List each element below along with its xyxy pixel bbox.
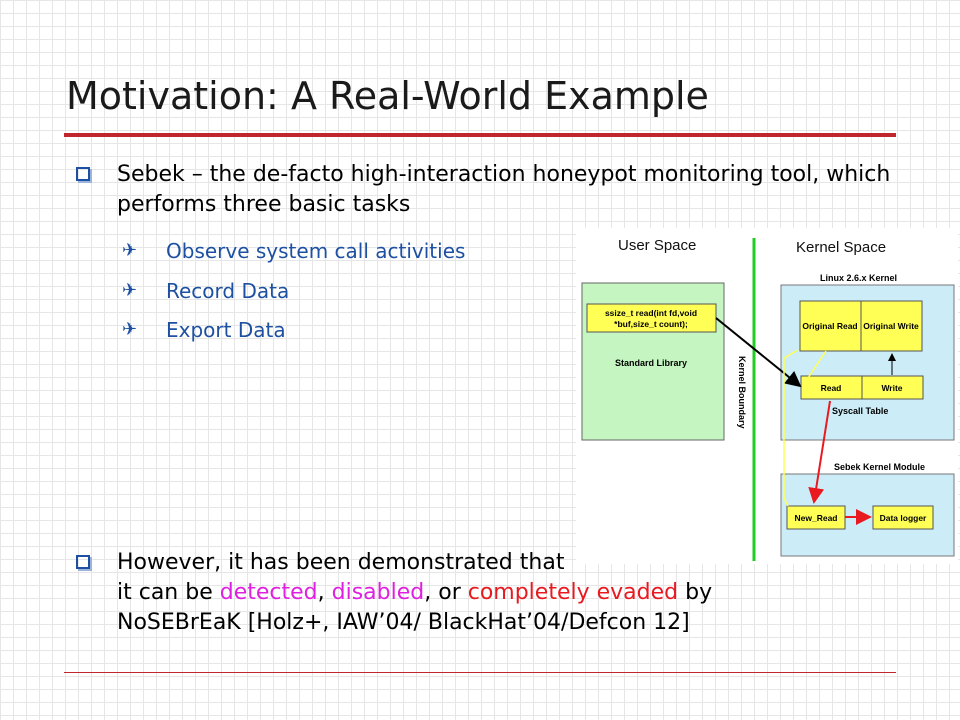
subitem-export-text: Export Data (166, 318, 286, 342)
original-read-box (799, 300, 862, 352)
original-read-label: Original Read (802, 321, 857, 331)
title-divider (64, 133, 896, 137)
kernel-space-label: Kernel Space (796, 239, 886, 256)
syscall-write-box (861, 375, 924, 400)
syscall-read-label: Read (821, 383, 842, 393)
word-disabled: disabled (331, 580, 425, 605)
square-bullet-icon (76, 555, 90, 569)
read-link (807, 350, 827, 379)
separator-2: , or (424, 580, 468, 605)
new-read-label: New_Read (795, 513, 838, 523)
word-detected: detected (219, 580, 318, 605)
read-call-line1: ssize_t read(int fd,void (605, 308, 697, 318)
subitem-record: ✈ Record Data (122, 278, 289, 304)
call-arrow (715, 317, 802, 388)
bullet-however-line3: NoSEBrEaK [Holz+, IAW’04/ BlackHat’04/De… (117, 610, 690, 635)
subitem-export: ✈ Export Data (122, 317, 286, 343)
footer-divider (64, 672, 896, 673)
subitem-observe: ✈ Observe system call activities (122, 238, 465, 264)
airplane-bullet-icon: ✈ (122, 280, 138, 301)
diagram-svg: User Space Kernel Space ssize_t read(int… (581, 237, 955, 561)
bullet-sebek-text: Sebek – the de-facto high-interaction ho… (117, 162, 891, 217)
user-space-label: User Space (618, 237, 696, 254)
read-call-line2: *buf,size_t count); (614, 319, 688, 329)
sebek-architecture-diagram: User Space Kernel Space ssize_t read(int… (576, 228, 958, 564)
airplane-bullet-icon: ✈ (122, 319, 138, 340)
bullet-however: However, it has been demonstrated that i… (76, 548, 906, 638)
original-write-box (860, 300, 923, 352)
word-evaded: completely evaded (467, 580, 679, 605)
line2-prefix: it can be (117, 580, 220, 605)
data-logger-label: Data logger (880, 513, 927, 523)
line2-suffix: by (678, 580, 713, 605)
separator-1: , (317, 580, 332, 605)
airplane-bullet-icon: ✈ (122, 240, 138, 261)
subitem-record-text: Record Data (166, 279, 290, 303)
square-bullet-icon (76, 167, 90, 181)
standard-library-label: Standard Library (615, 358, 687, 368)
bullet-however-line1: However, it has been demonstrated that (117, 550, 565, 575)
new-read-to-original-link (783, 349, 799, 507)
kernel-boundary-label: Kernel Boundary (737, 356, 747, 429)
bullet-sebek: Sebek – the de-facto high-interaction ho… (76, 160, 906, 220)
slide-title: Motivation: A Real-World Example (66, 74, 709, 118)
original-write-label: Original Write (863, 321, 919, 331)
subitem-observe-text: Observe system call activities (166, 239, 466, 263)
bullet-however-text: However, it has been demonstrated that i… (117, 548, 906, 638)
sebek-module-label: Sebek Kernel Module (834, 462, 925, 472)
data-logger-box (872, 505, 934, 530)
syscall-table-label: Syscall Table (832, 406, 888, 416)
hook-arrow (808, 400, 831, 504)
linux-kernel-label: Linux 2.6.x Kernel (820, 273, 897, 283)
syscall-write-label: Write (881, 383, 902, 393)
